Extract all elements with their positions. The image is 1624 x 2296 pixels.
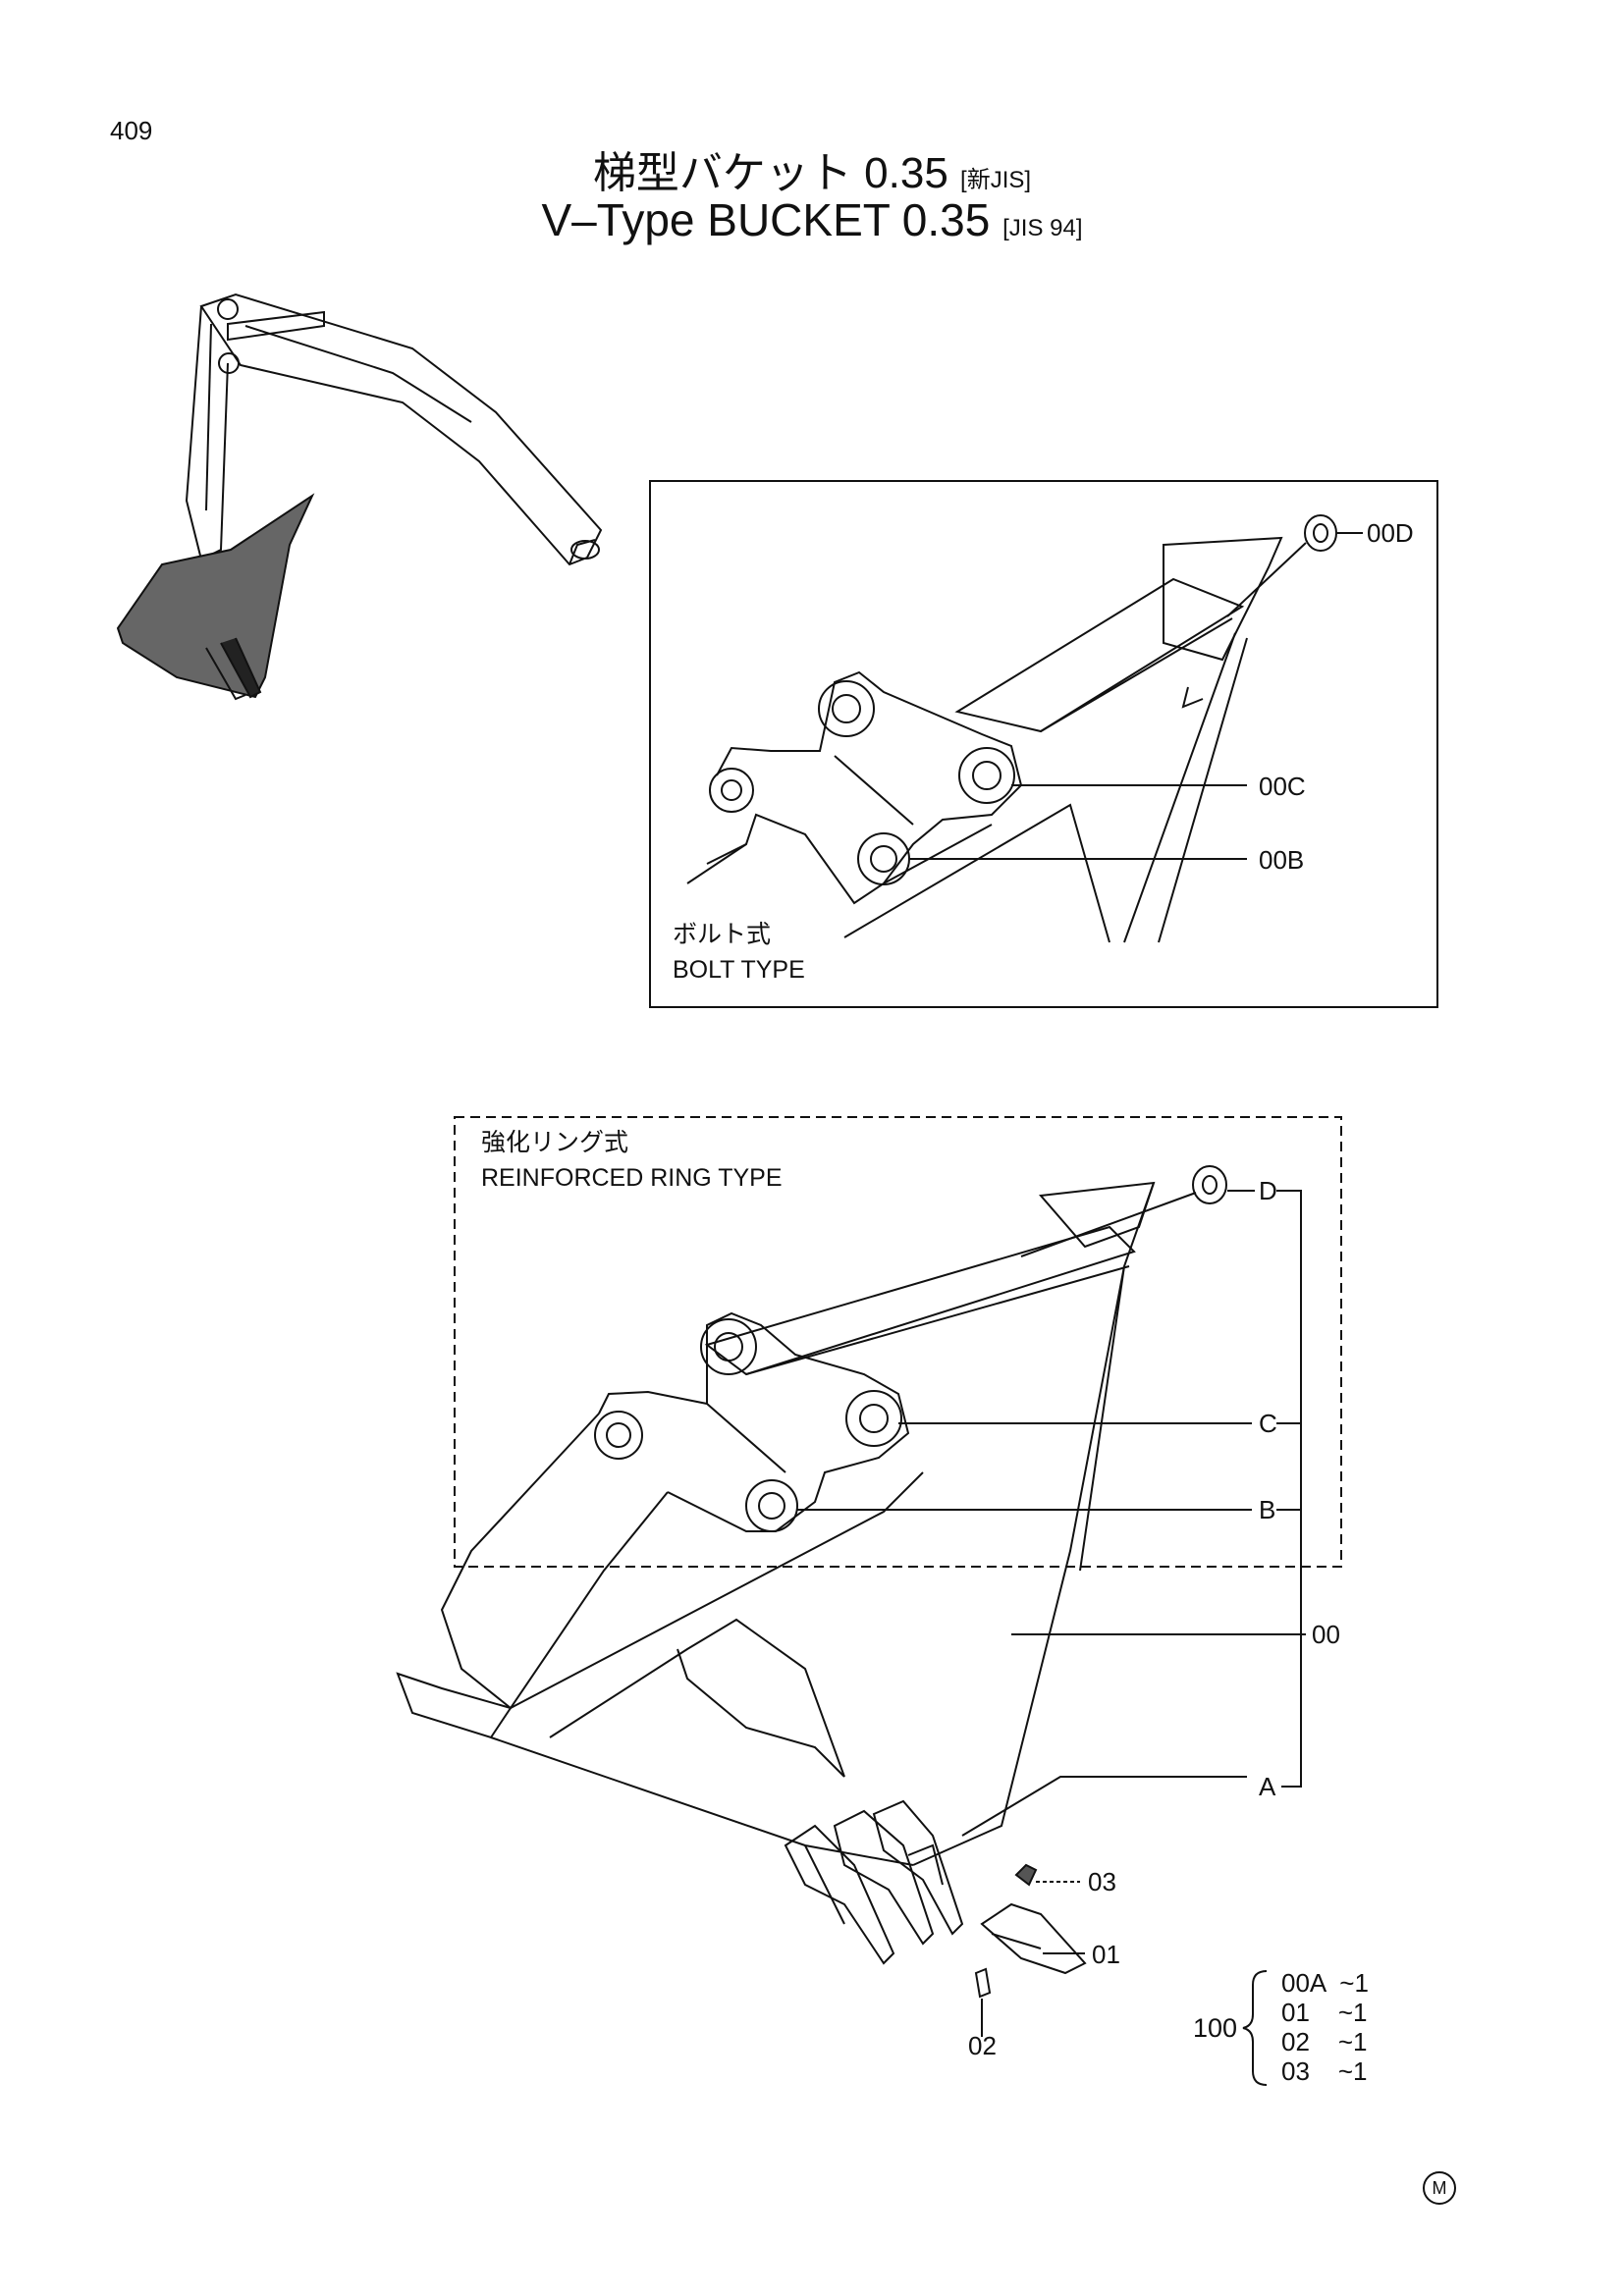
- title-japanese: 梯型バケット 0.35 [新JIS]: [0, 137, 1624, 200]
- title-en-main: V–Type BUCKET 0.35: [541, 194, 991, 245]
- kit-item-list: 00A ~1 01 ~1 02 ~1 03 ~1: [1281, 1968, 1369, 2086]
- kit-brace: [1242, 1970, 1268, 2086]
- callout-00B: 00B: [1259, 845, 1304, 875]
- kit-item: 02 ~1: [1281, 2027, 1368, 2056]
- bolt-type-panel: 00D 00C 00B ボルト式 BOLT TYPE: [649, 480, 1438, 1008]
- bolt-label-en: BOLT TYPE: [673, 956, 805, 984]
- kit-number: 100: [1193, 2013, 1238, 2043]
- kit-item: 01 ~1: [1281, 1998, 1368, 2027]
- callout-00C: 00C: [1259, 772, 1306, 801]
- callout-02: 02: [968, 2031, 997, 2060]
- title-english: V–Type BUCKET 0.35 [JIS 94]: [0, 193, 1624, 246]
- title-jp-main: 梯型バケット 0.35: [592, 149, 948, 197]
- callout-A: A: [1259, 1772, 1276, 1801]
- circled-m-mark: M: [1423, 2171, 1456, 2205]
- title-en-tag: [JIS 94]: [1002, 215, 1083, 241]
- page-number: 409: [110, 116, 153, 145]
- callout-01: 01: [1092, 1940, 1120, 1969]
- title-jp-tag: [新JIS]: [960, 167, 1032, 193]
- ring-label-en: REINFORCED RING TYPE: [481, 1164, 783, 1192]
- bucket-illustration: D C B 00 A 03 01 02: [396, 1176, 1340, 2060]
- callout-00: 00: [1312, 1620, 1340, 1649]
- callout-00D: 00D: [1367, 518, 1414, 548]
- excavator-overview-illustration: [116, 293, 603, 701]
- callout-C: C: [1259, 1409, 1277, 1438]
- reinforced-ring-panel: 強化リング式 REINFORCED RING TYPE: [454, 1116, 1342, 1568]
- callout-D: D: [1259, 1176, 1277, 1205]
- callout-03: 03: [1088, 1867, 1116, 1896]
- bolt-label-jp: ボルト式: [673, 921, 771, 948]
- kit-item: 03 ~1: [1281, 2056, 1368, 2086]
- kit-item: 00A ~1: [1281, 1968, 1369, 1998]
- ring-label-jp: 強化リング式: [481, 1129, 628, 1156]
- callout-B: B: [1259, 1495, 1275, 1524]
